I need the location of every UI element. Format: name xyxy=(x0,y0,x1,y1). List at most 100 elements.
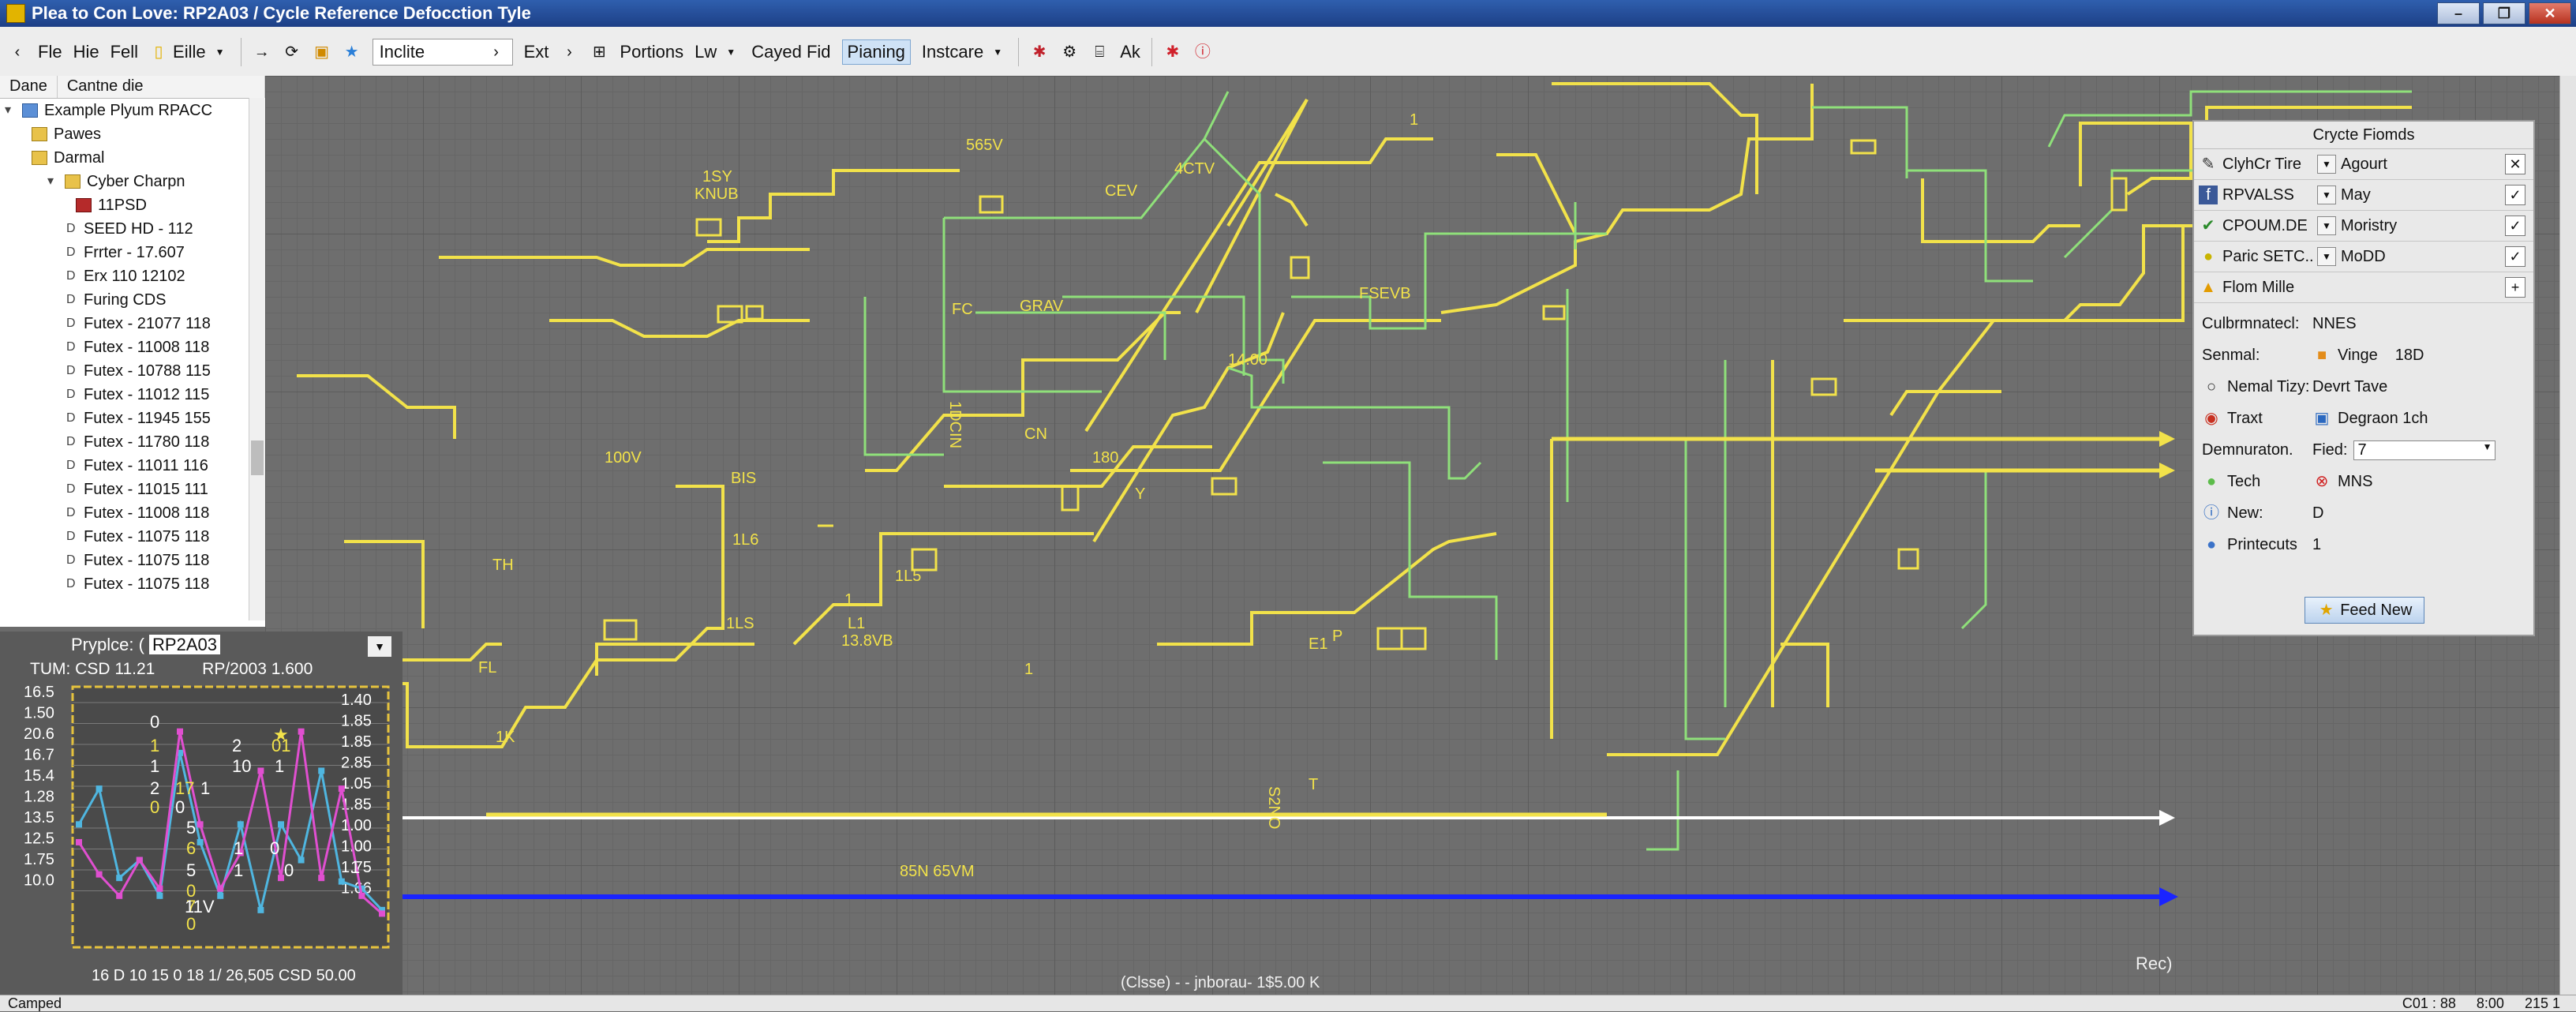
property-row[interactable]: ●Paric SETC..▼MoDD✓ xyxy=(2194,242,2533,272)
chat-icon[interactable]: ⌸ xyxy=(1095,43,1105,61)
search-input[interactable]: Inclite xyxy=(379,41,425,62)
tree-column-value[interactable]: Cantne die xyxy=(58,76,265,98)
component xyxy=(1897,548,1919,570)
chevron-down-icon[interactable]: ▼ xyxy=(2317,247,2336,266)
refresh-icon[interactable]: ⟳ xyxy=(285,43,298,61)
alert-circle-icon[interactable]: ⓘ xyxy=(1194,43,1211,61)
gear-icon[interactable]: ⚙ xyxy=(1062,43,1077,61)
ak-button[interactable]: Ak xyxy=(1120,41,1140,62)
tree-column-name[interactable]: Dane xyxy=(0,76,58,98)
field-row: ◉Traxt▣Degraon 1ch xyxy=(2194,403,2533,434)
property-toggle[interactable]: ✓ xyxy=(2505,246,2525,267)
cayed-fid-button[interactable]: Cayed Fid xyxy=(751,41,831,62)
tree-item[interactable]: Darmal xyxy=(0,146,265,170)
field-value-group: Devrt Tave xyxy=(2312,378,2387,396)
component xyxy=(1400,627,1427,650)
collapse-icon[interactable]: ▾ xyxy=(5,103,12,117)
wire xyxy=(1275,193,1309,227)
toolbar: ‹ Fle Hie Fell ▯ Eille ▼ → ⟳ ▣ ★ Inclite… xyxy=(0,27,2576,77)
instcare-dropdown[interactable]: Instcare ▼ xyxy=(922,42,1007,62)
maximize-button[interactable]: ❐ xyxy=(2483,2,2525,24)
tree-item[interactable]: Pawes xyxy=(0,122,265,146)
tree-item-label: Futex - 11075 118 xyxy=(84,552,210,569)
mini-chart-panel: Pryplce: ( RP2A03 ▼ TUM: CSD 11.21 RP/20… xyxy=(0,632,402,995)
property-toggle[interactable]: ✕ xyxy=(2505,154,2525,174)
wire xyxy=(1960,470,1987,630)
diagram-label: FL xyxy=(478,659,496,677)
wire xyxy=(1780,643,1829,707)
box-icon[interactable]: ▣ xyxy=(314,43,330,61)
chevron-down-icon[interactable]: ▼ xyxy=(2317,216,2336,235)
property-toggle[interactable]: ✓ xyxy=(2505,185,2525,205)
scroll-thumb[interactable] xyxy=(251,440,264,475)
y-tick-label-right: 2.85 xyxy=(341,755,372,772)
tree-scrollbar[interactable] xyxy=(249,98,265,620)
orange-square-icon: ■ xyxy=(2316,347,2327,364)
menu-eille[interactable]: ▯ Eille ▼ xyxy=(149,42,230,62)
separator xyxy=(1018,37,1020,66)
tree-item[interactable]: 11PSD xyxy=(0,193,265,217)
chevron-down-icon[interactable]: ▼ xyxy=(2317,155,2336,174)
search-combo[interactable]: Inclite › xyxy=(372,38,513,66)
minimize-button[interactable]: – xyxy=(2437,2,2480,24)
property-row[interactable]: ▲Flom Mille+ xyxy=(2194,272,2533,303)
menu-fle[interactable]: Fle xyxy=(38,41,62,62)
green-dot-icon: ● xyxy=(2206,473,2217,490)
wire xyxy=(1323,461,1498,660)
collapse-icon[interactable]: ▾ xyxy=(47,174,54,188)
feed-new-button[interactable]: ★ Feed New xyxy=(2305,597,2424,624)
property-row[interactable]: ✎ClyhCr Tire▼Agourt✕ xyxy=(2194,149,2533,180)
chevron-right-icon[interactable]: › xyxy=(567,43,572,61)
property-toggle[interactable]: + xyxy=(2505,277,2525,298)
y-tick-label-right: 1.00 xyxy=(341,817,372,834)
field-select[interactable]: 7▼ xyxy=(2353,440,2496,460)
chevron-left-icon[interactable]: ‹ xyxy=(14,43,21,61)
mini-dropdown-icon[interactable]: ▼ xyxy=(368,636,391,657)
arrow-right-icon[interactable]: → xyxy=(253,43,270,61)
grid-icon[interactable]: ⊞ xyxy=(593,43,606,61)
star-icon[interactable]: ★ xyxy=(344,43,359,61)
close-button[interactable]: ✕ xyxy=(2529,2,2571,24)
main-vertical-scrollbar[interactable] xyxy=(2559,76,2576,995)
ext-button[interactable]: Ext xyxy=(523,41,549,62)
menu-hie[interactable]: Hie xyxy=(73,41,99,62)
asterisk-icon[interactable]: ✱ xyxy=(1166,43,1180,61)
property-row[interactable]: ✔CPOUM.DE▼Moristry✓ xyxy=(2194,211,2533,242)
y-tick-label: 16.5 xyxy=(24,684,54,701)
property-toggle[interactable]: ✓ xyxy=(2505,216,2525,236)
property-value: Agourt xyxy=(2341,155,2387,173)
bug-icon[interactable]: ✱ xyxy=(1032,43,1046,61)
menu-fell[interactable]: Fell xyxy=(110,41,139,62)
chevron-down-icon[interactable]: ▼ xyxy=(2317,186,2336,204)
tree-root[interactable]: ▾Example Plyum RPACC xyxy=(0,99,265,122)
y-tick-label: 1.28 xyxy=(24,789,54,806)
property-label: RPVALSS xyxy=(2222,186,2294,204)
component xyxy=(695,218,722,237)
portions-button[interactable]: Portions xyxy=(620,41,684,62)
diagram-label: KNUB xyxy=(695,186,739,203)
tree-item[interactable]: ▾Cyber Charpn xyxy=(0,170,265,193)
error-icon: ⊗ xyxy=(2315,473,2329,490)
planing-toggle[interactable]: Pianing xyxy=(841,39,911,65)
lw-dropdown[interactable]: Lw ▼ xyxy=(695,42,740,62)
